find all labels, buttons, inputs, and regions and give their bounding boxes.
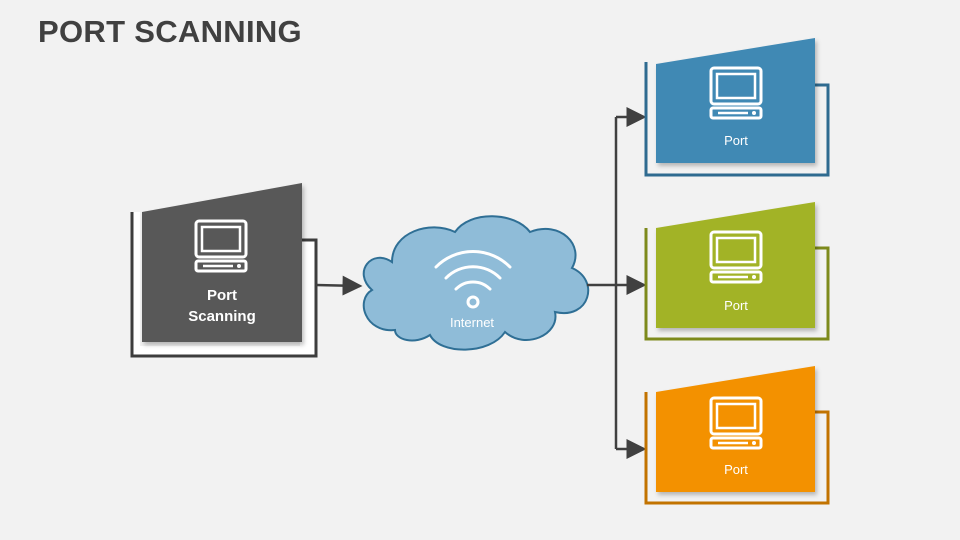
port-2-panel: [656, 202, 815, 328]
port-node-1: Port: [644, 38, 830, 177]
port-node-3: Port: [644, 366, 830, 505]
port-1-label: Port: [724, 133, 748, 148]
port-node-2: Port: [644, 202, 830, 341]
source-label-line1: Port: [207, 287, 237, 304]
internet-label: Internet: [450, 315, 494, 330]
port-3-label: Port: [724, 462, 748, 477]
source-label-line2: Scanning: [188, 308, 256, 325]
page-title: PORT SCANNING: [38, 14, 302, 49]
arrow-to-internet: [315, 275, 363, 296]
port-2-label: Port: [724, 298, 748, 313]
source-node: Port Scanning: [130, 183, 318, 358]
wifi-icon: [434, 250, 512, 309]
internet-cloud: Internet: [362, 215, 590, 351]
port-1-panel: [656, 38, 815, 163]
